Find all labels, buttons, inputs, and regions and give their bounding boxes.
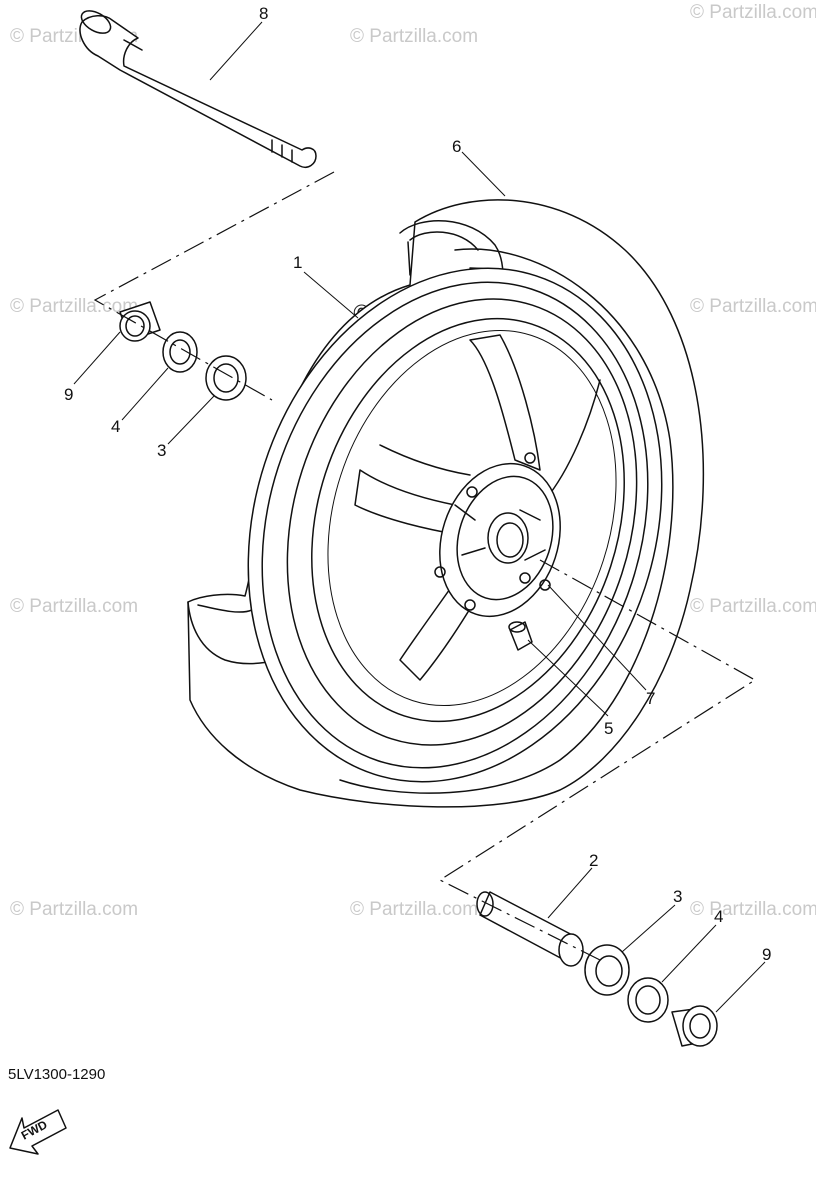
callout-9-right: 9 bbox=[762, 945, 771, 964]
leader-lines bbox=[73, 21, 766, 1013]
watermark-text: © Partzilla.com bbox=[690, 596, 816, 617]
callout-9-left: 9 bbox=[64, 385, 73, 404]
left-bearing-stack bbox=[119, 301, 247, 401]
callout-4-right: 4 bbox=[714, 907, 723, 926]
valve-parts bbox=[508, 579, 551, 651]
rim-part bbox=[247, 267, 663, 783]
watermark-text: © Partzilla.com bbox=[350, 899, 478, 920]
diagram-code: 5LV1300-1290 bbox=[8, 1066, 106, 1083]
callout-6: 6 bbox=[452, 137, 461, 156]
right-bearing-stack bbox=[476, 891, 718, 1047]
watermark-text: © Partzilla.com bbox=[10, 899, 138, 920]
watermark-text: © Partzilla.com bbox=[10, 596, 138, 617]
fwd-arrow-icon: FWD bbox=[9, 1109, 67, 1155]
callouts: 8 6 1 9 4 3 7 5 2 3 4 9 bbox=[64, 4, 771, 964]
centerlines bbox=[93, 171, 757, 961]
callout-7: 7 bbox=[646, 689, 655, 708]
callout-1: 1 bbox=[293, 253, 302, 272]
callout-3-right: 3 bbox=[673, 887, 682, 906]
watermark-text: © Partzilla.com bbox=[10, 296, 138, 317]
axle-part bbox=[79, 10, 317, 168]
callout-4-left: 4 bbox=[111, 417, 120, 436]
watermark-text: © Partzilla.com bbox=[350, 26, 478, 47]
callout-2: 2 bbox=[589, 851, 598, 870]
watermark-text: © Partzilla.com bbox=[690, 899, 816, 920]
watermark-text: © Partzilla.com bbox=[690, 296, 816, 317]
watermark-text: © Partzilla.com bbox=[690, 2, 816, 23]
callout-8: 8 bbox=[259, 4, 268, 23]
callout-3-left: 3 bbox=[157, 441, 166, 460]
callout-5: 5 bbox=[604, 719, 613, 738]
